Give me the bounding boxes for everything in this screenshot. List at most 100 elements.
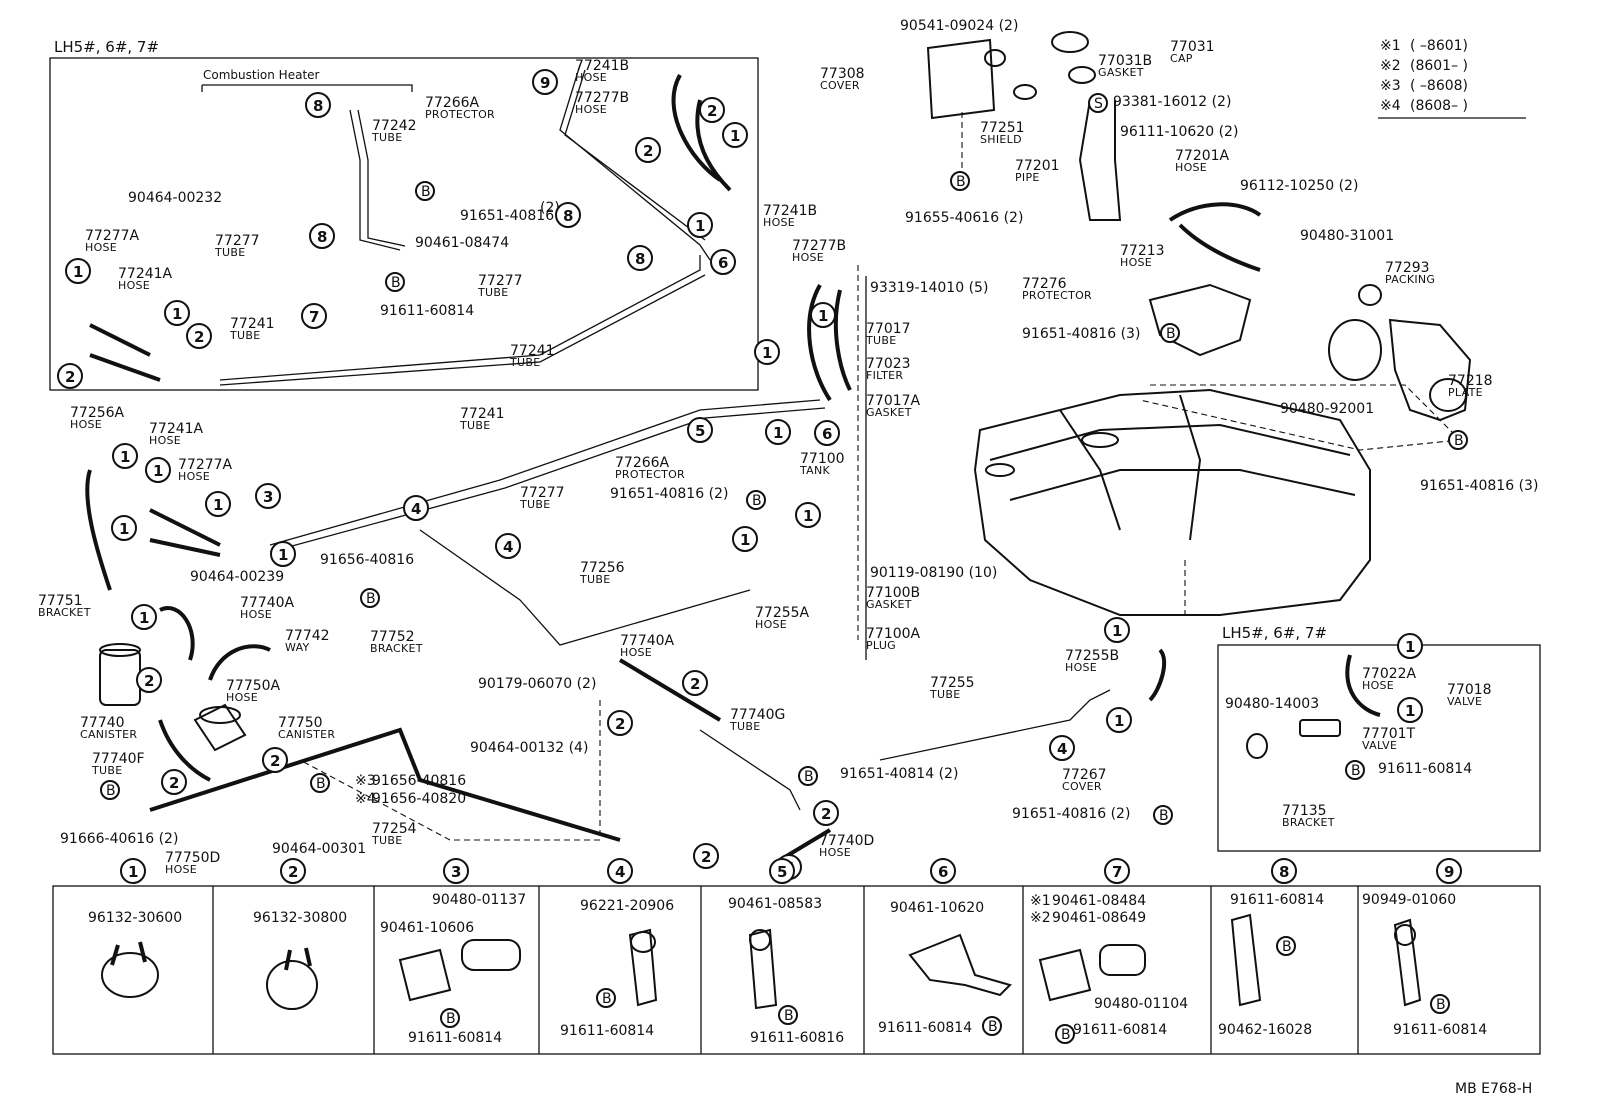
clip-table-bolt-marker — [1430, 994, 1450, 1014]
clip-marker-label: 8 — [635, 250, 645, 268]
s-marker — [1088, 93, 1108, 113]
filler-pipe-drawing — [926, 31, 1262, 272]
clip-table-number: 8 — [1279, 863, 1289, 881]
clip-marker — [1106, 707, 1132, 733]
part-number-p10: 93319-14010 (5) — [870, 280, 988, 296]
clip-table-number-marker — [443, 858, 469, 884]
callout-part-name: TUBE — [371, 131, 402, 144]
callout-part-name: COVER — [820, 79, 860, 92]
callout-part-name: HOSE — [792, 251, 824, 264]
clip-table-number-marker — [1436, 858, 1462, 884]
callout-part-name: TUBE — [214, 246, 245, 259]
callout-part-number: 77023 — [866, 356, 911, 372]
callout-part-number: 77277 — [215, 233, 260, 249]
callout-part-number: 77251 — [980, 120, 1025, 136]
clip-marker-label: 1 — [1405, 638, 1415, 656]
clip-marker-label: 2 — [690, 675, 700, 693]
callout-part-name: CANISTER — [80, 728, 137, 741]
legend-mark-3: ※3 — [1380, 78, 1401, 94]
clip-table-bolt-label: B — [1436, 997, 1446, 1013]
bolt-marker-label: B — [106, 783, 116, 799]
callout-part-name: HOSE — [240, 608, 272, 621]
callout-part-number: 77267 — [1062, 767, 1107, 783]
callout-part-name: HOSE — [575, 103, 607, 116]
callout-part-name: VALVE — [1362, 739, 1397, 752]
callout-part-name: TUBE — [371, 834, 402, 847]
callout-part-number: 77740 — [80, 715, 125, 731]
clip-marker-label: 4 — [411, 500, 421, 518]
callout-part-number: 77100B — [866, 585, 920, 601]
callout-part-number: 77742 — [285, 628, 330, 644]
callout-part-name: TUBE — [509, 356, 540, 369]
callout-part-number: 77022A — [1362, 666, 1417, 682]
callout-part-number: 77740A — [240, 595, 295, 611]
clip-marker — [65, 258, 91, 284]
callout-part-number: 77308 — [820, 66, 865, 82]
clip-marker-label: 1 — [818, 307, 828, 325]
part-number-p28: 91611-60814 — [1378, 761, 1472, 777]
clip-marker — [687, 212, 713, 238]
bolt-marker-label: B — [752, 493, 762, 509]
inset-frame-bottom-right — [1217, 644, 1541, 852]
clip-marker-label: 6 — [718, 254, 728, 272]
callout-part-number: 77017 — [866, 321, 911, 337]
clip-table-bolt-marker — [982, 1016, 1002, 1036]
callout-part-name: SHIELD — [980, 133, 1022, 146]
callout-part-number: 77031 — [1170, 39, 1215, 55]
variant-mark: ※3 — [355, 773, 376, 789]
bolt-marker-label: B — [391, 275, 401, 291]
clip-table-number: 1 — [128, 863, 138, 881]
bolt-marker-label: B — [366, 591, 376, 607]
callout-part-name: HOSE — [165, 863, 197, 876]
clip-marker-label: 3 — [263, 488, 273, 506]
part-number-p27: 90480-14003 — [1225, 696, 1319, 712]
callout-part-number: 77277B — [792, 238, 846, 254]
callout-part-number: 77752 — [370, 629, 415, 645]
clip-marker-label: 4 — [1057, 740, 1067, 758]
clip-marker-label: 2 — [144, 672, 154, 690]
clip-marker — [270, 541, 296, 567]
bolt-marker — [746, 490, 766, 510]
clip-marker-label: 5 — [695, 422, 705, 440]
part-number-p11: 91651-40816 — [460, 208, 554, 224]
clip-marker — [810, 302, 836, 328]
footer-code: MB E768-H — [1455, 1081, 1532, 1097]
clip-marker — [635, 137, 661, 163]
clip-marker-label: 1 — [773, 424, 783, 442]
bolt-marker — [798, 766, 818, 786]
clip-table-variant-mark: ※1 — [1030, 893, 1051, 909]
clip-marker — [722, 122, 748, 148]
callout-part-number: 77740G — [730, 707, 785, 723]
part-number-p12: 90464-00232 — [128, 190, 222, 206]
bolt-marker-label: B — [1166, 326, 1176, 342]
callout-part-number: 77241A — [118, 266, 173, 282]
clip-table-part-number: 96132-30800 — [253, 910, 347, 926]
clip-table-bolt-marker — [1055, 1024, 1075, 1044]
bolt-marker — [385, 272, 405, 292]
callout-part-number: 77241B — [575, 58, 629, 74]
part-number-labels: 90541-09024 (2)93381-16012 (2)96111-1062… — [60, 18, 1538, 857]
part-number-p2: 93381-16012 (2) — [1113, 94, 1231, 110]
clip-marker — [754, 339, 780, 365]
clip-table-bolt-marker — [778, 1005, 798, 1025]
callout-part-name: HOSE — [819, 846, 851, 859]
bolt-marker-label: B — [1454, 433, 1464, 449]
callout-part-name: TUBE — [459, 419, 490, 432]
part-number-p16: 90464-00239 — [190, 569, 284, 585]
callout-part-number: 77201 — [1015, 158, 1060, 174]
bolt-marker-label: B — [956, 174, 966, 190]
callout-part-name: HOSE — [620, 646, 652, 659]
clip-marker-label: 1 — [1405, 702, 1415, 720]
part-number-p18: 90119-08190 (10) — [870, 565, 997, 581]
clip-marker — [186, 323, 212, 349]
part-number-p13: 90461-08474 — [415, 235, 509, 251]
part-number-p4: 96112-10250 (2) — [1240, 178, 1358, 194]
clip-marker-label: 6 — [822, 425, 832, 443]
callout-part-name: HOSE — [118, 279, 150, 292]
clip-marker — [555, 202, 581, 228]
legend-range-2: (8601– ) — [1410, 58, 1468, 74]
callout-part-name: FILTER — [866, 369, 903, 382]
part-number-p8: 90480-92001 — [1280, 401, 1374, 417]
callout-part-number: 77750 — [278, 715, 323, 731]
callout-part-name: COVER — [1062, 780, 1102, 793]
